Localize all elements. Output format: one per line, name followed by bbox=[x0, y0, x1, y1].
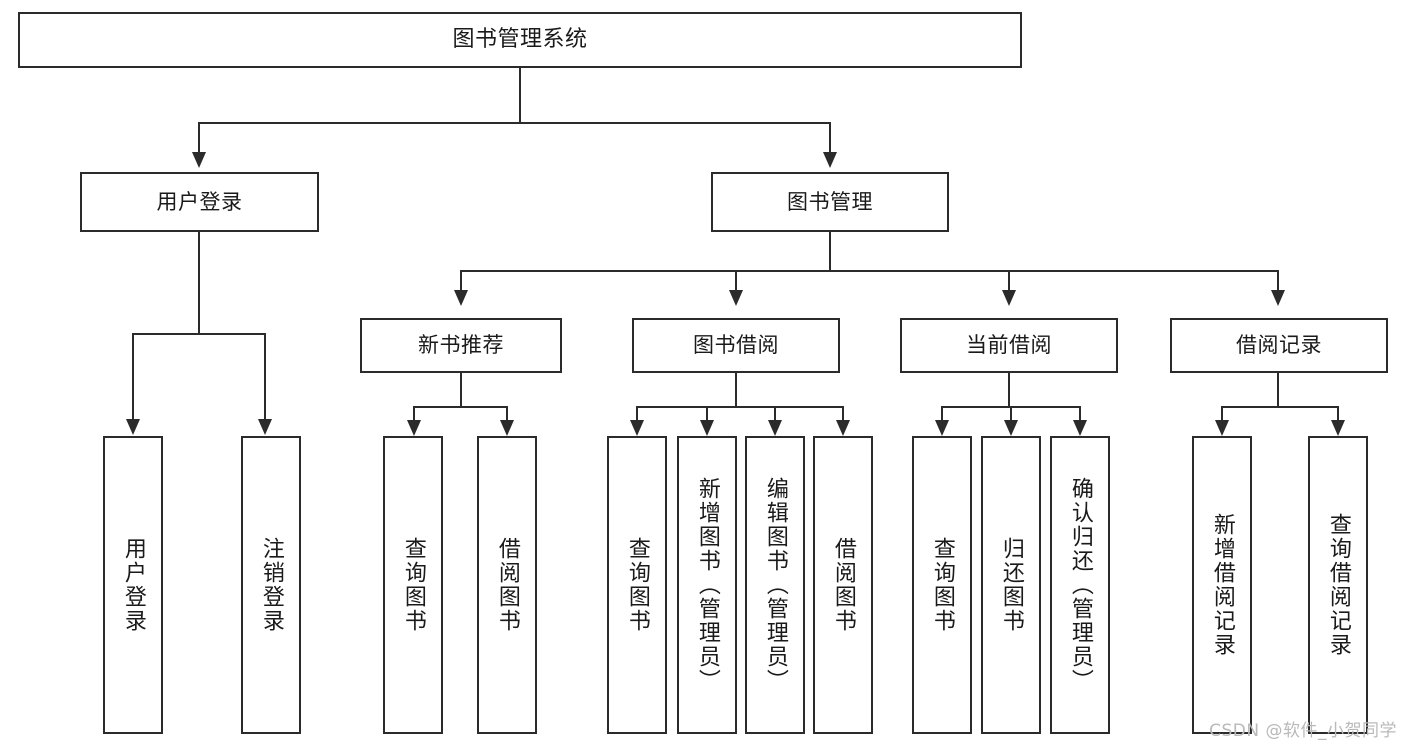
arrowhead-current-borrow-child-2 bbox=[1004, 420, 1018, 436]
leaf-new-book-recommend-2[interactable]: 借阅图书 bbox=[477, 436, 537, 734]
edge-root-stem bbox=[519, 68, 521, 124]
edge-book-borrow-child-3 bbox=[774, 406, 776, 422]
arrowhead-user-login-child-1 bbox=[126, 419, 140, 435]
edge-to-new-book-recommend bbox=[460, 270, 462, 292]
leaf-current-borrow-3[interactable]: 确认归还（管理员） bbox=[1050, 436, 1110, 734]
node-label: 当前借阅 bbox=[966, 333, 1052, 358]
leaf-new-book-recommend-1[interactable]: 查询图书 bbox=[383, 436, 443, 734]
node-book-manage[interactable]: 图书管理 bbox=[711, 172, 949, 232]
node-label: 借阅记录 bbox=[1236, 333, 1322, 358]
node-label: 用户登录 bbox=[156, 189, 243, 214]
arrowhead-new-book-child-1 bbox=[407, 420, 421, 436]
arrowhead-book-borrow-child-1 bbox=[630, 420, 644, 436]
edge-to-borrow-record bbox=[1277, 270, 1279, 292]
edge-user-login-child-1 bbox=[132, 333, 134, 421]
node-label: 归还图书 bbox=[998, 537, 1024, 633]
watermark-text: CSDN @软件_小贺同学 bbox=[1209, 721, 1397, 741]
node-current-borrow[interactable]: 当前借阅 bbox=[900, 318, 1118, 373]
edge-current-borrow-child-3 bbox=[1079, 406, 1081, 422]
edge-book-borrow-child-1 bbox=[636, 406, 638, 422]
node-label: 查询图书 bbox=[929, 537, 955, 633]
arrowhead-new-book-recommend bbox=[454, 290, 468, 306]
node-label: 查询图书 bbox=[400, 537, 426, 633]
leaf-user-login-2[interactable]: 注销登录 bbox=[241, 436, 301, 734]
arrowhead-borrow-record-child-2 bbox=[1331, 420, 1345, 436]
node-label: 确认归还（管理员） bbox=[1067, 477, 1093, 693]
leaf-borrow-record-2[interactable]: 查询借阅记录 bbox=[1308, 436, 1368, 734]
node-label: 新增借阅记录 bbox=[1209, 513, 1235, 657]
arrowhead-user-login-child-2 bbox=[258, 419, 272, 435]
node-label: 查询图书 bbox=[624, 537, 650, 633]
edge-new-book-stem bbox=[460, 373, 462, 408]
edge-to-user-login bbox=[198, 122, 200, 154]
arrowhead-current-borrow-child-1 bbox=[935, 420, 949, 436]
edge-borrow-record-child-2 bbox=[1337, 406, 1339, 422]
edge-new-book-bar bbox=[414, 406, 507, 408]
arrowhead-book-borrow-child-3 bbox=[768, 420, 782, 436]
arrowhead-book-borrow-child-2 bbox=[700, 420, 714, 436]
node-label: 新书推荐 bbox=[418, 333, 504, 358]
edge-to-current-borrow bbox=[1008, 270, 1010, 292]
edge-borrow-record-bar bbox=[1222, 406, 1338, 408]
edge-book-borrow-stem bbox=[735, 373, 737, 408]
edge-new-book-child-2 bbox=[506, 406, 508, 422]
node-label: 图书管理 bbox=[787, 189, 873, 214]
leaf-book-borrow-4[interactable]: 借阅图书 bbox=[813, 436, 873, 734]
edge-to-book-borrow bbox=[735, 270, 737, 292]
arrowhead-current-borrow bbox=[1002, 290, 1016, 306]
node-label: 图书借阅 bbox=[693, 333, 779, 358]
node-label: 编辑图书（管理员） bbox=[762, 477, 788, 693]
edge-book-borrow-child-2 bbox=[706, 406, 708, 422]
arrowhead-user-login bbox=[192, 152, 206, 168]
leaf-book-borrow-3[interactable]: 编辑图书（管理员） bbox=[745, 436, 805, 734]
arrowhead-new-book-child-2 bbox=[500, 420, 514, 436]
edge-borrow-record-stem bbox=[1277, 373, 1279, 408]
edge-borrow-record-child-1 bbox=[1221, 406, 1223, 422]
leaf-user-login-1[interactable]: 用户登录 bbox=[103, 436, 163, 734]
node-root-system[interactable]: 图书管理系统 bbox=[18, 12, 1022, 68]
node-label: 借阅图书 bbox=[494, 537, 520, 633]
edge-current-borrow-child-1 bbox=[941, 406, 943, 422]
arrowhead-book-borrow bbox=[729, 290, 743, 306]
leaf-book-borrow-2[interactable]: 新增图书（管理员） bbox=[677, 436, 737, 734]
edge-book-manage-stem bbox=[829, 232, 831, 272]
edge-current-borrow-child-2 bbox=[1010, 406, 1012, 422]
node-label: 借阅图书 bbox=[830, 537, 856, 633]
arrowhead-current-borrow-child-3 bbox=[1073, 420, 1087, 436]
leaf-borrow-record-1[interactable]: 新增借阅记录 bbox=[1192, 436, 1252, 734]
leaf-current-borrow-2[interactable]: 归还图书 bbox=[981, 436, 1041, 734]
edge-user-login-stem bbox=[198, 232, 200, 334]
arrowhead-book-manage bbox=[823, 152, 837, 168]
node-borrow-record[interactable]: 借阅记录 bbox=[1170, 318, 1388, 373]
leaf-current-borrow-1[interactable]: 查询图书 bbox=[912, 436, 972, 734]
node-user-login[interactable]: 用户登录 bbox=[80, 172, 319, 232]
edge-current-borrow-stem bbox=[1008, 373, 1010, 408]
node-new-book-recommend[interactable]: 新书推荐 bbox=[360, 318, 562, 373]
edge-book-manage-bar bbox=[461, 270, 1279, 272]
node-label: 图书管理系统 bbox=[452, 27, 588, 53]
node-label: 新增图书（管理员） bbox=[694, 477, 720, 693]
edge-root-bar bbox=[199, 122, 831, 124]
leaf-book-borrow-1[interactable]: 查询图书 bbox=[607, 436, 667, 734]
arrowhead-book-borrow-child-4 bbox=[836, 420, 850, 436]
node-label: 注销登录 bbox=[258, 537, 284, 633]
arrowhead-borrow-record-child-1 bbox=[1215, 420, 1229, 436]
node-label: 用户登录 bbox=[120, 537, 146, 633]
edge-book-borrow-bar bbox=[637, 406, 843, 408]
arrowhead-borrow-record bbox=[1271, 290, 1285, 306]
edge-book-borrow-child-4 bbox=[842, 406, 844, 422]
edge-new-book-child-1 bbox=[413, 406, 415, 422]
node-book-borrow[interactable]: 图书借阅 bbox=[632, 318, 840, 373]
edge-user-login-bar bbox=[133, 333, 265, 335]
edge-user-login-child-2 bbox=[264, 333, 266, 421]
edge-to-book-manage bbox=[829, 122, 831, 154]
node-label: 查询借阅记录 bbox=[1325, 513, 1351, 657]
